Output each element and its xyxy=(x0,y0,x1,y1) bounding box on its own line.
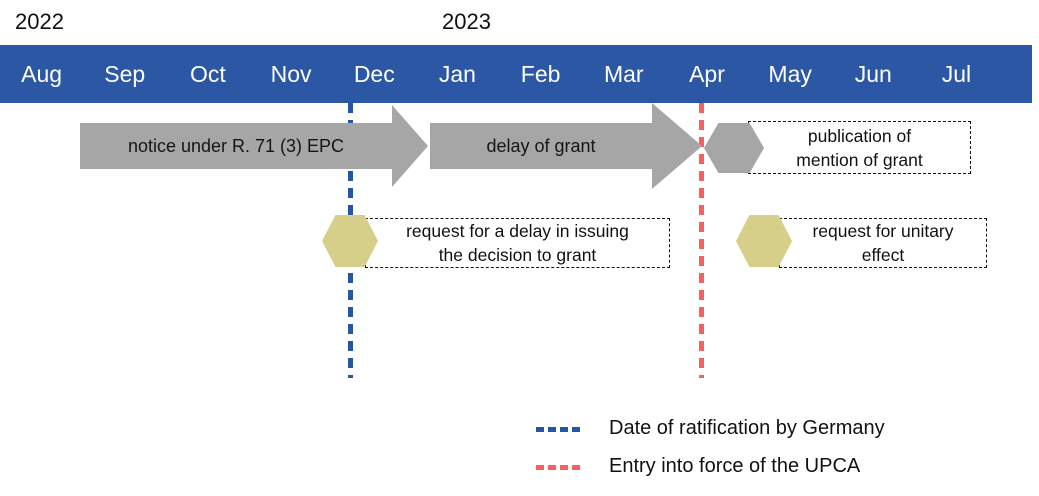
notice-arrow: notice under R. 71 (3) EPC xyxy=(80,123,392,169)
delay-request-callout-line2: the decision to grant xyxy=(438,245,597,265)
month-label-aug: Aug xyxy=(21,60,63,87)
year-label-2023: 2023 xyxy=(442,9,491,34)
delay-request-callout: request for a delay in issuing the decis… xyxy=(365,218,670,268)
unitary-request-callout-line2: effect xyxy=(861,245,905,265)
notice-arrow-head xyxy=(392,105,428,187)
publication-callout-line2: mention of grant xyxy=(796,149,923,170)
month-label-jan: Jan xyxy=(438,60,476,87)
month-bar: Aug Sep Oct Nov Dec Jan Feb Mar Apr May … xyxy=(0,45,1032,103)
month-label-may: May xyxy=(768,60,812,87)
month-label-sep: Sep xyxy=(104,60,146,87)
publication-callout-line1: publication of xyxy=(807,125,912,146)
year-label-2022: 2022 xyxy=(15,9,64,34)
month-label-apr: Apr xyxy=(689,60,725,87)
delay-request-hexagon-icon xyxy=(322,215,378,267)
upca-entry-line xyxy=(699,103,704,378)
month-label-jun: Jun xyxy=(854,60,892,87)
delay-arrow-label: delay of grant xyxy=(486,135,596,156)
legend-label-ratification: Date of ratification by Germany xyxy=(609,417,885,439)
unitary-request-hexagon-icon xyxy=(736,215,792,267)
month-label-dec: Dec xyxy=(353,60,395,87)
unitary-request-callout-line1: request for unitary xyxy=(812,221,954,241)
legend-red-dash-icon xyxy=(536,465,581,470)
unitary-request-callout: request for unitary effect xyxy=(779,218,987,268)
month-label-jul: Jul xyxy=(941,60,972,87)
delay-arrow-head xyxy=(652,103,702,189)
publication-hexagon-icon xyxy=(704,123,764,173)
publication-callout: publication of mention of grant xyxy=(748,121,971,174)
notice-arrow-label: notice under R. 71 (3) EPC xyxy=(127,135,345,156)
month-label-oct: Oct xyxy=(190,60,226,87)
month-label-nov: Nov xyxy=(270,60,312,87)
legend-blue-dash-icon xyxy=(536,427,581,432)
month-label-feb: Feb xyxy=(520,60,561,87)
delay-arrow: delay of grant xyxy=(430,123,652,169)
month-row: Aug Sep Oct Nov Dec Jan Feb Mar Apr May … xyxy=(0,45,998,103)
delay-request-callout-line1: request for a delay in issuing xyxy=(406,221,629,241)
legend-label-upca: Entry into force of the UPCA xyxy=(609,455,861,477)
month-label-mar: Mar xyxy=(603,60,644,87)
